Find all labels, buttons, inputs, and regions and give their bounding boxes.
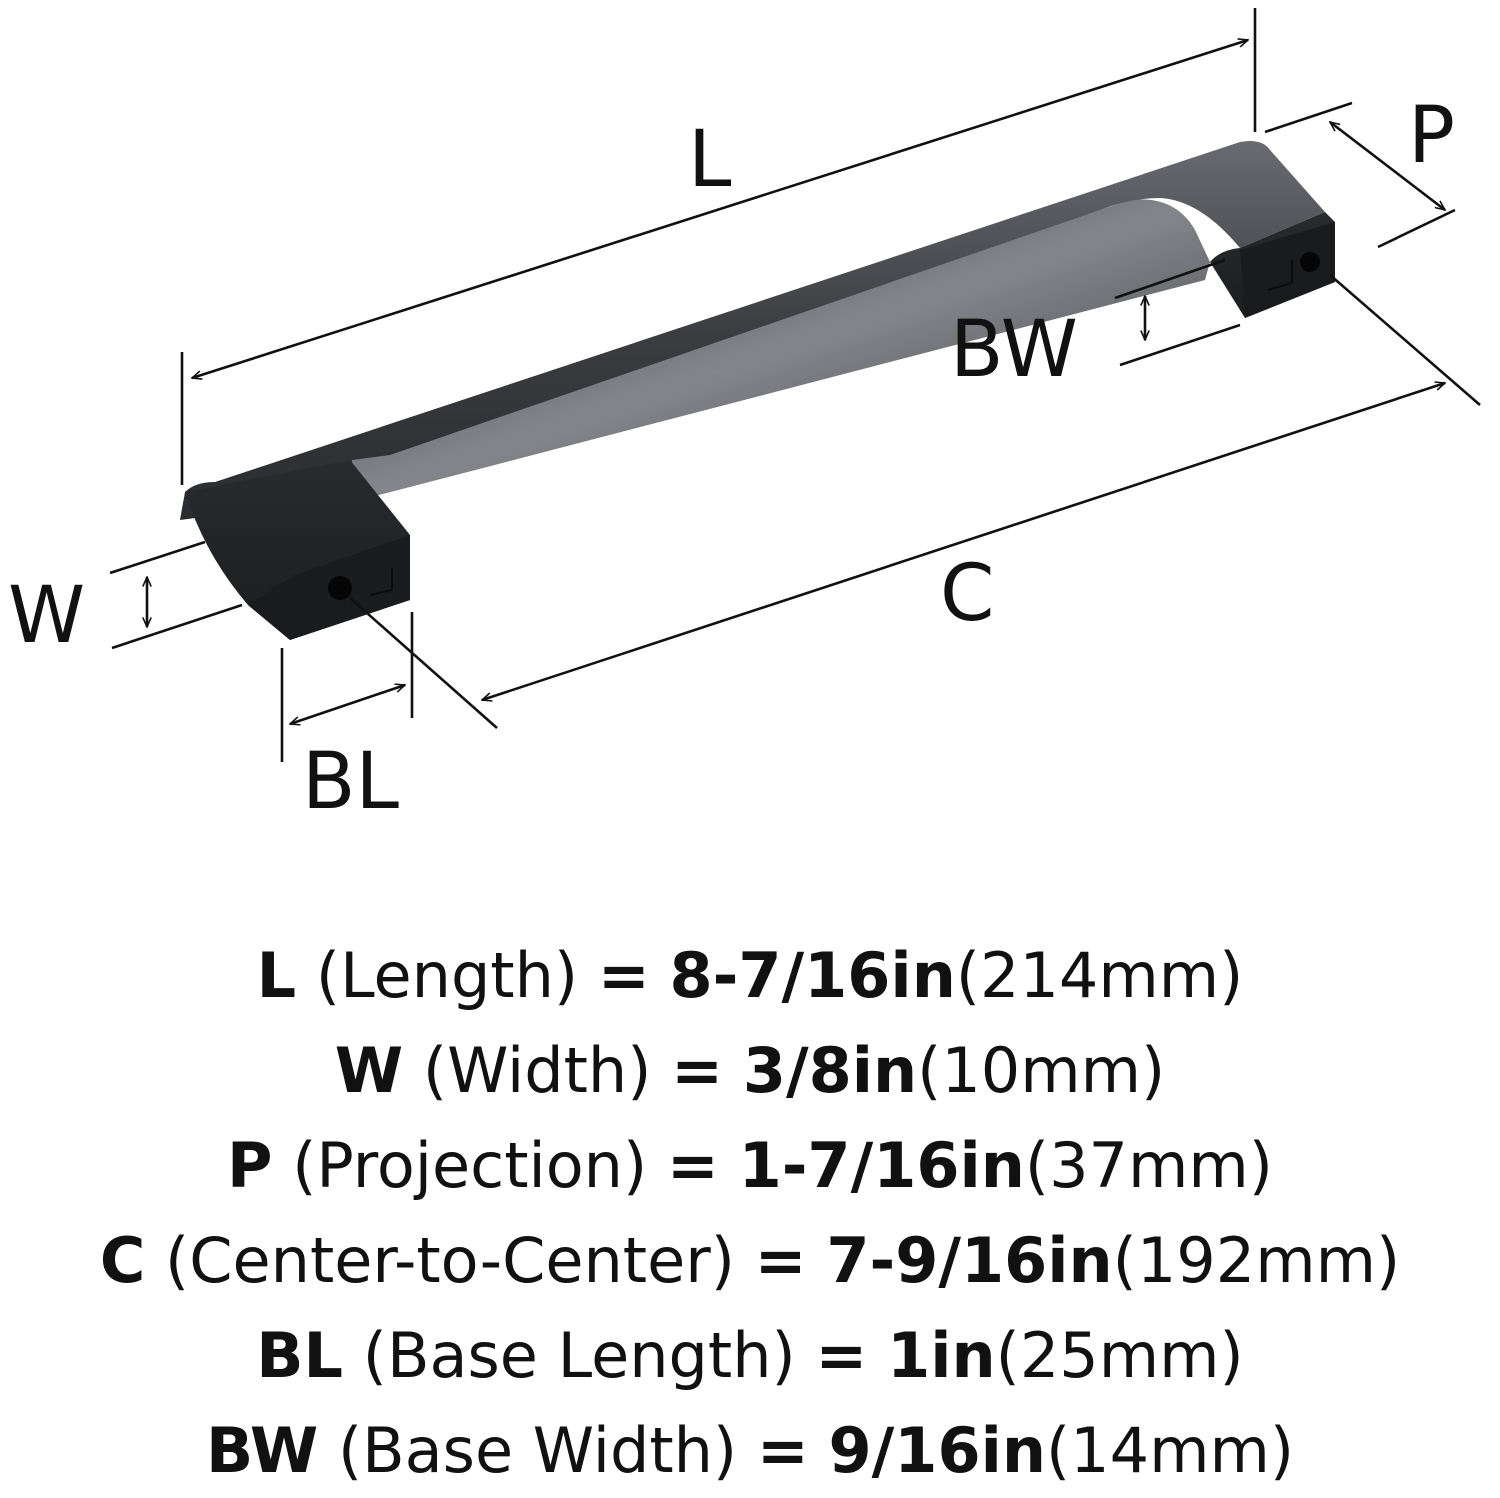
spec-imperial: 9/16in [828, 1414, 1046, 1487]
spec-row-base-length: BL (Base Length) = 1in(25mm) [0, 1308, 1500, 1403]
spec-metric: (25mm) [995, 1319, 1244, 1392]
cabinet-pull-handle [180, 141, 1335, 640]
spec-name: (Width) [422, 1034, 652, 1107]
spec-imperial: 8-7/16in [669, 939, 956, 1012]
spec-eq: = [597, 939, 650, 1012]
spec-row-projection: P (Projection) = 1-7/16in(37mm) [0, 1118, 1500, 1213]
spec-metric: (214mm) [955, 939, 1244, 1012]
spec-metric: (14mm) [1045, 1414, 1295, 1487]
handle-top-bar [180, 141, 1325, 520]
length-arrow [192, 40, 1248, 378]
spec-name: (Base Width) [337, 1414, 738, 1487]
handle-inner-recess [350, 199, 1210, 500]
spec-eq: = [815, 1319, 868, 1392]
label-BL: BL [302, 737, 400, 827]
spec-row-center-to-center: C (Center-to-Center) = 7-9/16in(192mm) [0, 1213, 1500, 1308]
spec-metric: (37mm) [1024, 1129, 1273, 1202]
spec-eq: = [754, 1224, 807, 1297]
spec-name: (Base Length) [362, 1319, 796, 1392]
base-length-arrow [290, 685, 405, 724]
spec-imperial: 1in [887, 1319, 996, 1392]
spec-row-base-width: BW (Base Width) = 9/16in(14mm) [0, 1403, 1500, 1498]
spec-name: (Length) [315, 939, 579, 1012]
spec-eq: = [666, 1129, 719, 1202]
spec-key: P [227, 1129, 273, 1202]
dimension-lines [109, 8, 1481, 762]
spec-key: L [256, 939, 297, 1012]
label-P: P [1408, 91, 1455, 181]
spec-imperial: 3/8in [742, 1034, 918, 1107]
spec-imperial: 1-7/16in [738, 1129, 1025, 1202]
spec-name: (Center-to-Center) [165, 1224, 735, 1297]
spec-key: BW [205, 1414, 319, 1487]
spec-key: BL [256, 1319, 344, 1392]
spec-eq: = [671, 1034, 724, 1107]
dimension-specs-list: L (Length) = 8-7/16in(214mm) W (Width) =… [0, 928, 1500, 1498]
label-BW: BW [950, 305, 1078, 395]
center-to-center-arrow [482, 383, 1445, 700]
label-C: C [940, 549, 994, 639]
spec-metric: (192mm) [1112, 1224, 1401, 1297]
projection-arrow [1330, 122, 1445, 210]
spec-row-length: L (Length) = 8-7/16in(214mm) [0, 928, 1500, 1023]
spec-metric: (10mm) [917, 1034, 1166, 1107]
spec-eq: = [756, 1414, 809, 1487]
right-mount-hole [1300, 252, 1320, 272]
label-W: W [8, 571, 85, 661]
label-L: L [688, 115, 732, 205]
spec-key: W [334, 1034, 404, 1107]
spec-row-width: W (Width) = 3/8in(10mm) [0, 1023, 1500, 1118]
spec-name: (Projection) [292, 1129, 648, 1202]
left-mount-hole [328, 576, 352, 600]
spec-key: C [99, 1224, 146, 1297]
handle-dimension-diagram: L P BW W C BL [8, 8, 1481, 827]
spec-imperial: 7-9/16in [826, 1224, 1113, 1297]
